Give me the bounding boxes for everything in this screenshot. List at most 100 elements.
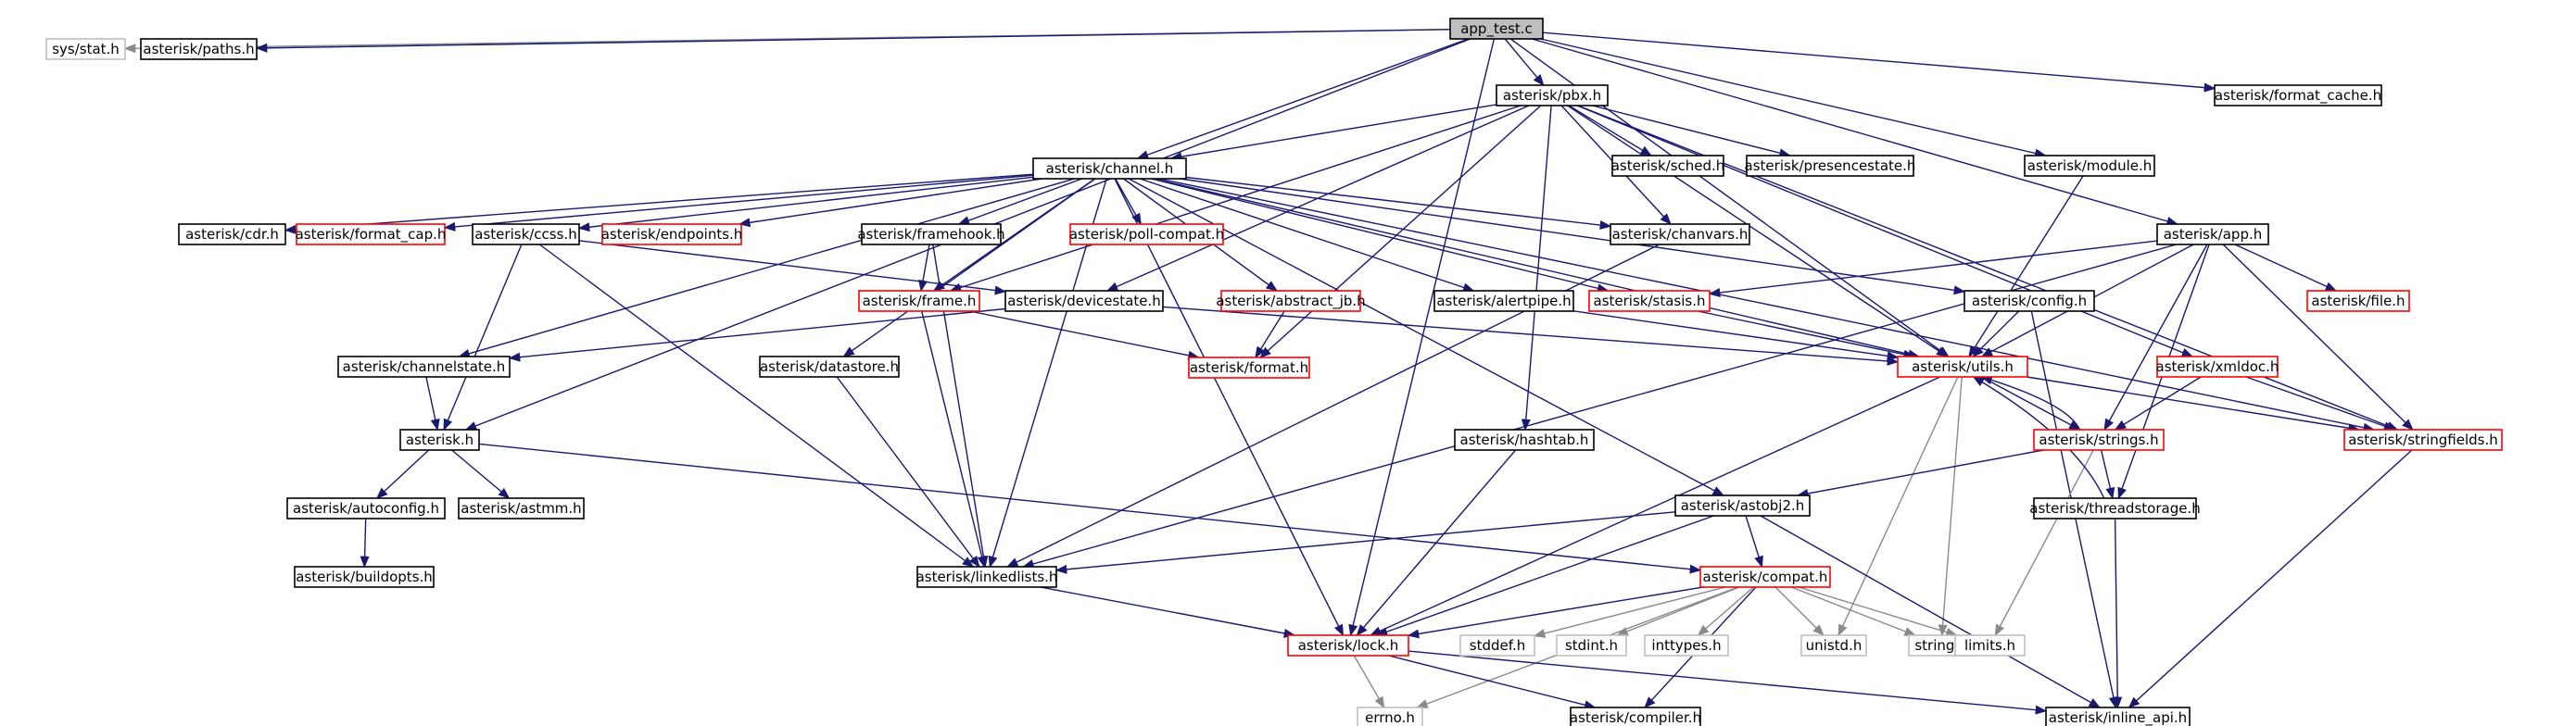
- node-label: asterisk/threadstorage.h: [2029, 500, 2200, 517]
- node-box: [1954, 634, 2026, 657]
- node-poll-compat[interactable]: asterisk/poll-compat.h: [1069, 223, 1224, 245]
- node-label: app_test.c: [1460, 20, 1533, 38]
- node-box: [472, 223, 580, 245]
- node-stasis[interactable]: asterisk/stasis.h: [1588, 290, 1711, 312]
- edge-utils-to-stringfields: [2027, 376, 2361, 433]
- edge-app_test-to-lock: [1348, 38, 1496, 637]
- node-inline-api[interactable]: asterisk/inline_api.h: [2045, 707, 2191, 726]
- node-autoconfig[interactable]: asterisk/autoconfig.h: [286, 497, 446, 519]
- node-paths[interactable]: asterisk/paths.h: [140, 38, 258, 60]
- node-box: [1433, 290, 1574, 312]
- node-box: [2306, 290, 2410, 312]
- node-box: [2033, 497, 2197, 519]
- node-label: asterisk/stringfields.h: [2348, 432, 2498, 448]
- edge-utils-to-string: [1938, 376, 1963, 637]
- edge-autoconfig-to-buildopts: [360, 518, 370, 569]
- edge-channel-to-config: [1180, 178, 1966, 295]
- edge-pbx-to-utils: [1567, 105, 1949, 357]
- node-label: asterisk/buildopts.h: [296, 569, 433, 585]
- node-pbx[interactable]: asterisk/pbx.h: [1496, 84, 1609, 106]
- node-format-cap[interactable]: asterisk/format_cap.h: [296, 223, 447, 245]
- node-cdr[interactable]: asterisk/cdr.h: [178, 223, 286, 245]
- node-hashtab[interactable]: asterisk/hashtab.h: [1454, 429, 1595, 451]
- node-channelstate[interactable]: asterisk/channelstate.h: [337, 356, 511, 378]
- node-label: asterisk/devicestate.h: [1007, 293, 1161, 309]
- node-strings[interactable]: asterisk/strings.h: [2033, 429, 2165, 451]
- node-label: asterisk/stasis.h: [1594, 293, 1706, 309]
- node-box: [1449, 18, 1544, 40]
- edge-compat-to-stdint: [1616, 586, 1740, 636]
- edge-channelstate-to-asterisk_h: [425, 376, 440, 432]
- node-lock[interactable]: asterisk/lock.h: [1287, 634, 1409, 657]
- node-app-test[interactable]: app_test.c: [1449, 18, 1544, 40]
- edge-strings-to-threadstorage: [2100, 449, 2115, 500]
- edge-hashtab-to-lock: [1356, 449, 1517, 636]
- edge-frame-to-linkedlists: [921, 310, 987, 569]
- edge-linkedlists-to-lock: [1040, 586, 1296, 638]
- edge-pbx-to-presencestate: [1592, 105, 1791, 158]
- node-format-cache[interactable]: asterisk/format_cache.h: [2214, 84, 2382, 106]
- node-label: asterisk/pbx.h: [1503, 87, 1601, 104]
- node-utils[interactable]: asterisk/utils.h: [1897, 356, 2028, 378]
- node-file[interactable]: asterisk/file.h: [2306, 290, 2410, 312]
- node-threadstorage[interactable]: asterisk/threadstorage.h: [2029, 497, 2201, 519]
- node-linkedlists[interactable]: asterisk/linkedlists.h: [916, 566, 1058, 588]
- node-label: asterisk/frame.h: [863, 293, 977, 309]
- node-app[interactable]: asterisk/app.h: [2156, 223, 2269, 245]
- node-box: [1220, 290, 1361, 312]
- node-label: asterisk/utils.h: [1912, 358, 2014, 375]
- edge-xmldoc-to-stringfields: [2245, 376, 2396, 431]
- node-box: [178, 223, 286, 245]
- node-box: [1644, 634, 1729, 657]
- node-label: asterisk/framehook.h: [857, 226, 1004, 243]
- node-presencestate[interactable]: asterisk/presencestate.h: [1745, 155, 1916, 177]
- node-box: [2156, 223, 2269, 245]
- edge-devicestate-to-utils: [1162, 306, 1900, 366]
- edge-stasis-to-utils: [1698, 310, 1915, 359]
- node-module[interactable]: asterisk/module.h: [2024, 155, 2155, 177]
- node-limits: limits.h: [1954, 634, 2026, 657]
- edge-strings-to-limits: [1994, 449, 2094, 637]
- node-endpoints[interactable]: asterisk/endpoints.h: [601, 223, 743, 245]
- node-box: [458, 497, 585, 519]
- node-inttypes: inttypes.h: [1644, 634, 1729, 657]
- edge-frame-to-format: [969, 310, 1200, 360]
- node-astobj2[interactable]: asterisk/astobj2.h: [1674, 494, 1811, 517]
- edge-utils-to-strings: [1981, 376, 2081, 431]
- edge-app_test-to-format_cache: [1542, 31, 2216, 93]
- node-label: asterisk/datastore.h: [760, 358, 899, 375]
- node-channel[interactable]: asterisk/channel.h: [1032, 157, 1187, 180]
- node-asterisk-h[interactable]: asterisk.h: [399, 429, 480, 451]
- node-framehook[interactable]: asterisk/framehook.h: [857, 223, 1005, 245]
- node-format[interactable]: asterisk/format.h: [1188, 357, 1310, 379]
- node-box: [1964, 290, 2095, 312]
- node-label: asterisk/sched.h: [1611, 157, 1725, 174]
- edge-module-to-utils: [1968, 175, 2084, 358]
- edge-ccss-to-asterisk_h: [443, 244, 523, 432]
- node-compat[interactable]: asterisk/compat.h: [1699, 566, 1831, 588]
- node-label: inttypes.h: [1651, 637, 1721, 654]
- node-xmldoc[interactable]: asterisk/xmldoc.h: [2156, 356, 2279, 378]
- node-label: asterisk/config.h: [1972, 293, 2087, 309]
- node-alertpipe[interactable]: asterisk/alertpipe.h: [1433, 290, 1574, 312]
- node-datastore[interactable]: asterisk/datastore.h: [759, 356, 900, 378]
- node-devicestate[interactable]: asterisk/devicestate.h: [1004, 290, 1164, 312]
- edge-asterisk_h-to-astmm: [451, 449, 511, 499]
- node-label: asterisk/presencestate.h: [1745, 157, 1916, 174]
- node-sched[interactable]: asterisk/sched.h: [1611, 155, 1725, 177]
- node-buildopts[interactable]: asterisk/buildopts.h: [294, 566, 435, 588]
- node-box: [1570, 707, 1701, 726]
- node-astmm[interactable]: asterisk/astmm.h: [458, 497, 585, 519]
- node-box: [1188, 357, 1310, 379]
- node-label: asterisk/compiler.h: [1570, 709, 1701, 726]
- edge-pbx-to-stringfields: [1577, 105, 2399, 431]
- node-chanvars[interactable]: asterisk/chanvars.h: [1610, 223, 1750, 245]
- node-frame[interactable]: asterisk/frame.h: [858, 290, 980, 312]
- node-abstract-jb[interactable]: asterisk/abstract_jb.h: [1216, 290, 1366, 312]
- node-compiler[interactable]: asterisk/compiler.h: [1570, 707, 1701, 726]
- node-stringfields[interactable]: asterisk/stringfields.h: [2343, 429, 2503, 451]
- node-label: asterisk/endpoints.h: [601, 226, 743, 243]
- node-config[interactable]: asterisk/config.h: [1964, 290, 2095, 312]
- node-ccss[interactable]: asterisk/ccss.h: [472, 223, 580, 245]
- edge-astobj2-to-linkedlists: [1054, 511, 1676, 574]
